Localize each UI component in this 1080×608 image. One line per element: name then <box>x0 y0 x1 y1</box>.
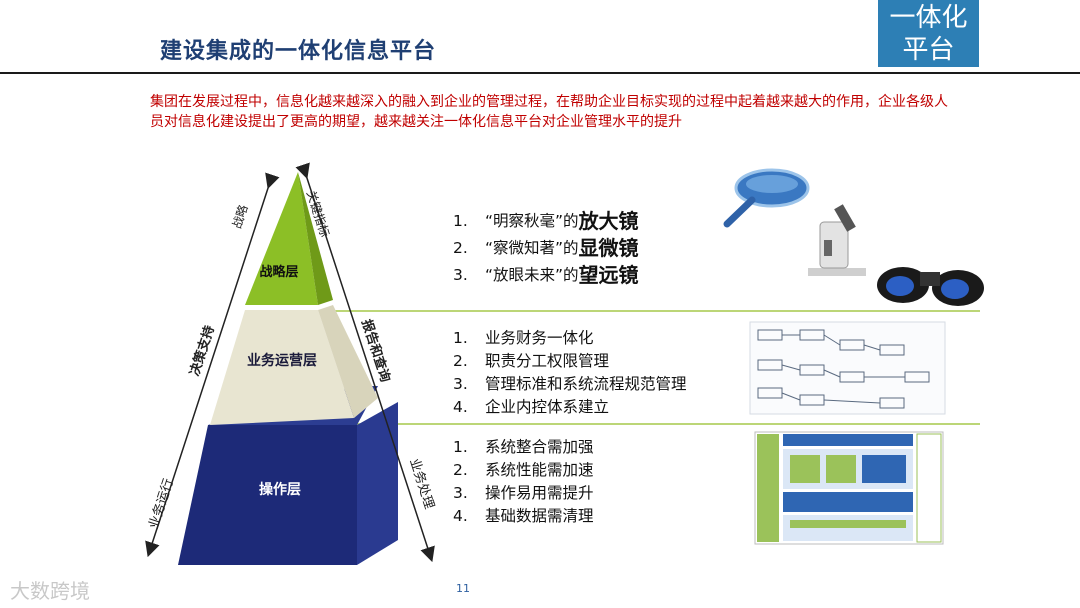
list-item: 1. “明察秋毫”的 放大镜 <box>453 208 639 235</box>
list-text: 系统整合需加强 <box>485 436 594 459</box>
flowchart-thumbnail <box>750 322 945 414</box>
list-item: 3.管理标准和系统流程规范管理 <box>453 373 687 396</box>
list-item: 1.业务财务一体化 <box>453 327 687 350</box>
binoculars-icon <box>877 267 984 306</box>
architecture-thumbnail <box>755 432 943 544</box>
list-text: 基础数据需清理 <box>485 505 594 528</box>
layer-strategy-label: 战略层 <box>259 264 298 280</box>
list-emphasis: 显微镜 <box>579 235 639 262</box>
watermark-text: 大数跨境 <box>10 579 90 603</box>
list-item: 2.系统性能需加速 <box>453 459 594 482</box>
list-text: “放眼未来”的 <box>485 262 579 289</box>
list-emphasis: 放大镜 <box>579 208 639 235</box>
layer-execution-label: 操作层 <box>259 481 301 498</box>
list-num: 1. <box>453 327 485 350</box>
list-num: 1. <box>453 208 485 235</box>
list-num: 3. <box>453 373 485 396</box>
list-item: 2.职责分工权限管理 <box>453 350 687 373</box>
layer-operation-label: 业务运营层 <box>247 352 317 369</box>
list-emphasis: 望远镜 <box>579 262 639 289</box>
list-operations: 1.业务财务一体化 2.职责分工权限管理 3.管理标准和系统流程规范管理 4.企… <box>453 327 687 419</box>
magnifier-icon <box>727 170 808 224</box>
list-item: 2. “察微知著”的 显微镜 <box>453 235 639 262</box>
right-label-processing: 业务处理 <box>406 457 437 511</box>
list-num: 4. <box>453 396 485 419</box>
list-num: 3. <box>453 482 485 505</box>
microscope-icon <box>808 204 866 276</box>
list-text: “明察秋毫”的 <box>485 208 579 235</box>
list-item: 4.企业内控体系建立 <box>453 396 687 419</box>
list-item: 3.操作易用需提升 <box>453 482 594 505</box>
list-num: 2. <box>453 459 485 482</box>
list-text: “察微知著”的 <box>485 235 579 262</box>
list-num: 2. <box>453 235 485 262</box>
list-num: 4. <box>453 505 485 528</box>
left-label-strategy: 战略 <box>229 203 251 230</box>
list-text: 企业内控体系建立 <box>485 396 609 419</box>
list-text: 系统性能需加速 <box>485 459 594 482</box>
list-text: 操作易用需提升 <box>485 482 594 505</box>
list-tools: 1. “明察秋毫”的 放大镜 2. “察微知著”的 显微镜 3. “放眼未来”的… <box>453 208 639 289</box>
pyramid-bottom-side <box>357 402 398 565</box>
left-label-business-run: 业务运行 <box>146 477 177 531</box>
list-num: 1. <box>453 436 485 459</box>
list-text: 职责分工权限管理 <box>485 350 609 373</box>
list-text: 业务财务一体化 <box>485 327 594 350</box>
list-execution: 1.系统整合需加强 2.系统性能需加速 3.操作易用需提升 4.基础数据需清理 <box>453 436 594 528</box>
watermark-logo: 大数跨境 <box>10 575 90 604</box>
list-num: 2. <box>453 350 485 373</box>
left-label-decision: 决策支持 <box>187 324 218 378</box>
list-item: 4.基础数据需清理 <box>453 505 594 528</box>
list-num: 3. <box>453 262 485 289</box>
list-item: 3. “放眼未来”的 望远镜 <box>453 262 639 289</box>
list-item: 1.系统整合需加强 <box>453 436 594 459</box>
list-text: 管理标准和系统流程规范管理 <box>485 373 687 396</box>
page-number: 11 <box>456 582 470 595</box>
